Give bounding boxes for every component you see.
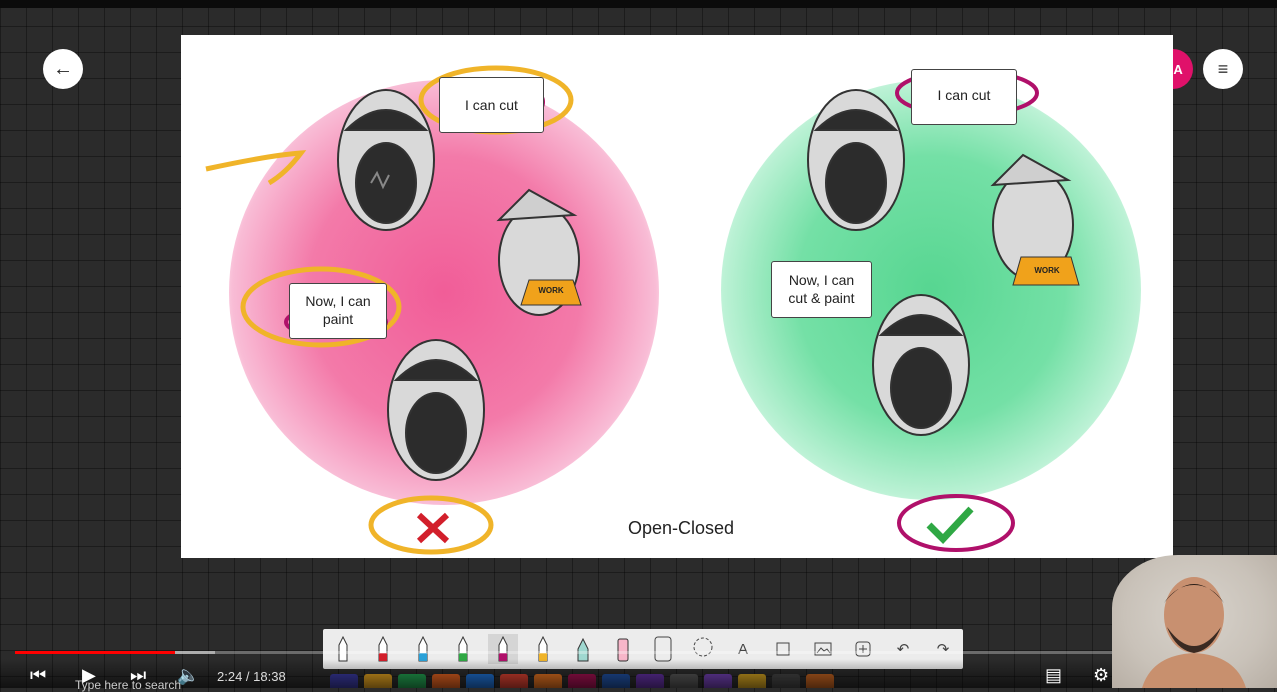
robot-right-side [990,153,1074,281]
text-icon: A [737,640,748,658]
speech-bubble: I can cut [911,69,1017,125]
next-icon[interactable]: ⏭ [130,665,147,685]
robot-right-bottom [872,294,970,436]
robots-illustration: WORK WORK [205,65,1080,555]
slide-title: Open-Closed [627,518,735,538]
undo-icon: ↶ [896,641,910,658]
previous-icon[interactable]: ⏮ [30,665,47,685]
lasso-tool[interactable] [688,634,718,664]
play-icon[interactable]: ▶ [82,665,96,685]
progress-played [15,651,175,654]
bubble-text: Now, I can cut & paint [788,272,855,306]
hamburger-icon: ≡ [1217,58,1229,79]
image-tool[interactable] [808,634,838,664]
speech-bubble: Now, I can paint [289,283,387,339]
annotation-circle-orange [368,495,494,555]
subtitles-icon[interactable]: ▤ [1045,665,1063,685]
taskbar-search-text[interactable]: Type here to search [75,678,182,692]
menu-button[interactable]: ≡ [1203,49,1243,89]
bubble-text: I can cut [465,97,518,113]
time-display: 2:24 / 18:38 [217,669,286,684]
work-sign-right: WORK [1012,256,1080,286]
settings-icon[interactable]: ⚙ [1093,665,1110,685]
bubble-text: I can cut [937,87,991,103]
speech-bubble: I can cut [439,77,544,133]
slide-canvas[interactable]: WORK WORK [181,35,1173,558]
add-tool[interactable] [848,634,878,664]
work-sign-left: WORK [520,279,582,306]
annotation-stroke-orange [205,150,307,186]
webcam-overlay [1112,555,1277,688]
text-tool[interactable]: A [728,634,758,664]
svg-text:WORK: WORK [1034,266,1060,275]
green-check-mark [926,506,974,545]
redo-button[interactable]: ↷ [928,634,958,664]
lasso-icon [693,637,713,657]
robot-right-top [807,89,905,231]
video-progress-bar[interactable] [15,651,1262,654]
image-icon [814,642,832,656]
bubble-text: Now, I can paint [305,293,371,327]
annotation-circle-magenta [897,494,1015,552]
redo-icon: ↷ [936,641,950,658]
presenter-video [1142,577,1246,688]
undo-button[interactable]: ↶ [888,634,918,664]
arrow-left-icon: ← [53,57,73,80]
back-button[interactable]: ← [43,49,83,89]
sticky-note-icon [776,642,790,656]
svg-text:WORK: WORK [538,286,564,295]
speech-bubble: Now, I can cut & paint [771,261,872,318]
annotation-circle-orange [240,266,402,348]
robot-left-top [337,89,435,231]
sticky-note-tool[interactable] [768,634,798,664]
video-player-controls: ⏮ ▶ ⏭ 🔈 Type here to search 2:24 / 18:38… [0,659,1277,692]
volume-icon[interactable]: 🔈 [177,665,200,685]
robot-left-bottom [387,339,485,481]
top-bar [0,0,1277,8]
plus-box-icon [855,641,871,657]
red-x-mark [416,512,450,544]
